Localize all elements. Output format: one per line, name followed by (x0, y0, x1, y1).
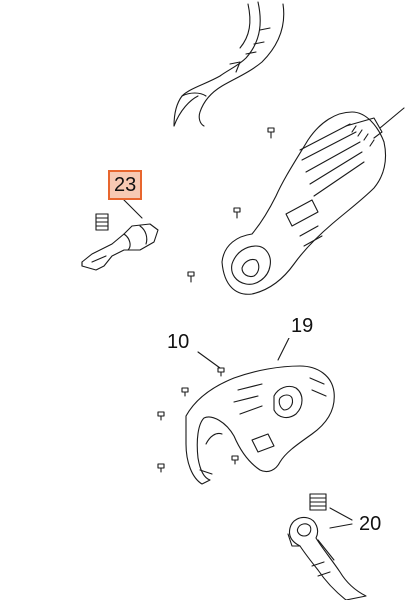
leader-20 (329, 507, 353, 529)
leader-19 (277, 335, 291, 361)
trigger-part (81, 223, 159, 271)
leader-10 (197, 351, 221, 369)
leader-23 (121, 197, 143, 219)
callout-19[interactable]: 19 (288, 314, 317, 338)
lever-part (287, 516, 367, 600)
handle-housing (221, 107, 405, 295)
lower-housing-screws (157, 367, 239, 473)
top-lever-part (173, 1, 285, 127)
lever-spring (309, 493, 327, 511)
callout-10[interactable]: 10 (164, 330, 193, 354)
trigger-spring (95, 213, 109, 231)
callout-20[interactable]: 20 (356, 512, 385, 536)
callout-23[interactable]: 23 (108, 170, 143, 200)
lower-housing (185, 365, 335, 485)
housing-screws (187, 127, 275, 283)
